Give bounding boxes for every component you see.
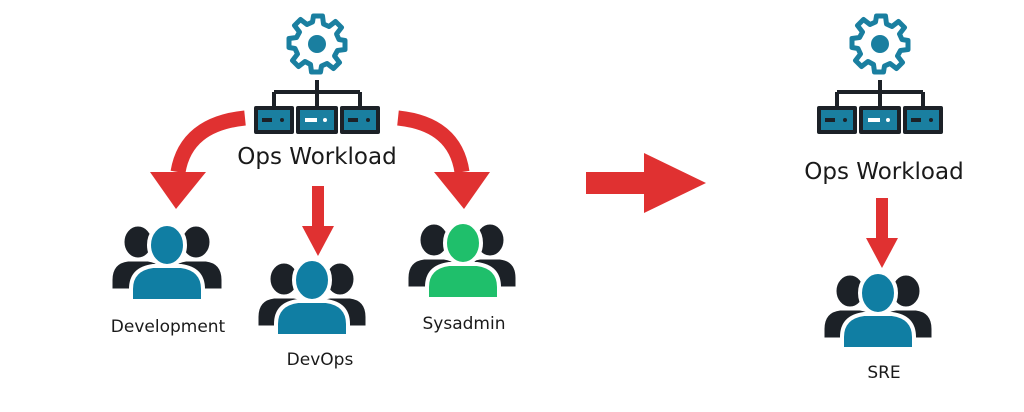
group-label-sysadmin: Sysadmin [422, 314, 506, 334]
group-development-icon [109, 222, 225, 303]
gear-icon [289, 16, 345, 72]
group-devops-icon [255, 257, 369, 338]
server-rack-icon [252, 78, 382, 136]
arrow-to-sysadmin [397, 110, 490, 209]
gear-icon [852, 16, 908, 72]
group-label-sre: SRE [867, 363, 901, 383]
arrow-to-devops [302, 186, 334, 256]
after-workload-label: Ops Workload [804, 159, 964, 185]
arrow-to-sre [866, 198, 898, 268]
before-workload-label: Ops Workload [237, 144, 397, 170]
group-label-development: Development [110, 317, 226, 337]
before-workload [252, 16, 382, 136]
server-rack-icon [815, 78, 945, 136]
group-sre-icon [821, 270, 935, 351]
arrow-right-icon [586, 153, 706, 213]
group-sysadmin-icon [405, 220, 519, 301]
arrow-to-development [150, 110, 246, 209]
after-workload [815, 16, 945, 136]
group-label-devops: DevOps [286, 350, 354, 370]
